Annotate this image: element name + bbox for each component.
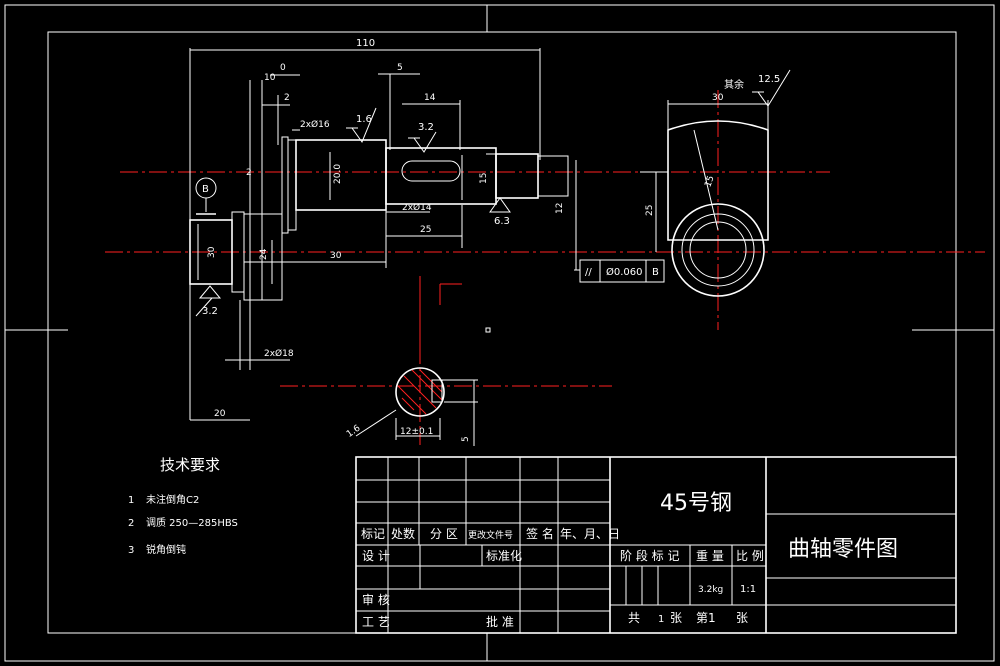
shaft-main-view (105, 136, 985, 350)
keyway-section-view: 12±0.1 5 1.6 (280, 346, 612, 446)
frame-tick-marks (5, 5, 994, 661)
tolerance-value: Ø0.060 (606, 266, 643, 278)
dim-5: 5 (397, 63, 403, 73)
dim-2b: 2 (246, 168, 252, 178)
rough-3-2b: 3.2 (202, 306, 218, 317)
outer-border (4, 4, 995, 662)
dim-20-0: 20.0 (333, 164, 343, 184)
crank-end-view: 30 25 15 其余 12.5 (640, 74, 780, 330)
label-qiyu: 其余 (724, 78, 744, 91)
dim-24: 24 (259, 248, 269, 260)
parallelism-tolerance: // Ø0.060 B (579, 259, 665, 283)
dim-30: 30 (330, 251, 342, 261)
dim-30-end: 30 (712, 93, 724, 103)
technical-requirements: 技术要求 1 未注倒角C2 2 调质 250—285HBS 3 锐角倒钝 (128, 456, 238, 556)
dim-15: 15 (479, 173, 489, 184)
label-scale: 比 例 (736, 549, 764, 563)
crank-outer-circle (671, 203, 765, 297)
dim-25: 25 (420, 225, 431, 235)
rev-header-date: 年、月、日 (560, 527, 620, 541)
dim-20: 20 (214, 409, 226, 419)
rough-6-3: 6.3 (494, 216, 510, 227)
tech-item-2-text: 调质 250—285HBS (146, 517, 238, 529)
value-scale: 1:1 (740, 584, 756, 595)
tech-item-3-num: 3 (128, 545, 134, 556)
rev-header-doc: 更改文件号 (468, 529, 513, 541)
label-stage: 阶 段 标 记 (620, 548, 679, 563)
tech-item-3-text: 锐角倒钝 (146, 543, 186, 556)
value-weight: 3.2kg (698, 585, 723, 595)
value-sheet-no: 第1 (696, 611, 716, 625)
rev-header-count: 处数 (391, 526, 415, 541)
label-sheets-total: 共 (628, 611, 640, 625)
label-sheet-unit2: 张 (736, 611, 748, 625)
label-approve: 批 准 (486, 614, 514, 629)
section-circle (395, 367, 445, 417)
tech-title: 技术要求 (160, 456, 220, 474)
dimension-lines (189, 48, 580, 421)
drawing-name: 曲轴零件图 (788, 537, 898, 562)
dim-10: 10 (264, 73, 276, 83)
tech-item-1-text: 未注倒角C2 (146, 493, 199, 506)
value-sheets-total: 1 (658, 614, 664, 625)
label-standardize: 标准化 (486, 549, 522, 563)
dim-30b: 30 (207, 246, 217, 258)
label-process: 工 艺 (362, 615, 390, 629)
tech-item-1-num: 1 (128, 495, 134, 506)
dim-5-section: 5 (461, 436, 471, 442)
datum-b: B (195, 177, 217, 215)
rough-1-6b: 1.6 (345, 423, 363, 440)
label-check: 审 核 (362, 592, 390, 607)
tolerance-datum: B (652, 267, 659, 278)
roughness-symbols (195, 69, 791, 317)
tolerance-symbol: // (585, 267, 592, 278)
dim-12: 12 (555, 203, 565, 214)
dim-2x014: 2xØ14 (402, 202, 432, 213)
label-weight: 重 量 (696, 549, 724, 563)
dim-15-end: 15 (703, 174, 716, 188)
datum-letter: B (202, 184, 209, 195)
dim-14: 14 (424, 93, 436, 103)
material: 45号钢 (660, 491, 732, 516)
rev-header-zone: 分 区 (430, 527, 458, 541)
label-design: 设 计 (362, 549, 390, 563)
tech-item-2-num: 2 (128, 518, 134, 529)
label-sheet-unit: 张 (670, 611, 682, 625)
title-block: 45号钢 曲轴零件图 标记 处数 分 区 更改文件号 签 名 年、月、日 设 计… (355, 456, 957, 634)
rough-1-6: 1.6 (356, 114, 372, 125)
rough-12-5: 12.5 (758, 74, 780, 85)
dimension-texts: 110 0 10 2 5 14 2xØ16 1.6 3.2 20.0 15 2x… (202, 38, 565, 419)
dim-2x018: 2xØ18 (264, 348, 294, 359)
dim-2a: 2 (284, 93, 290, 103)
dim-0: 0 (280, 63, 286, 73)
rev-header-mark: 标记 (361, 527, 385, 541)
dim-25-end: 25 (645, 205, 655, 216)
dim-12-0-1: 12±0.1 (400, 427, 433, 437)
dim-2x016: 2xØ16 (300, 119, 330, 130)
rev-header-sign: 签 名 (526, 526, 554, 541)
rough-3-2a: 3.2 (418, 122, 434, 133)
dim-110: 110 (356, 38, 375, 49)
